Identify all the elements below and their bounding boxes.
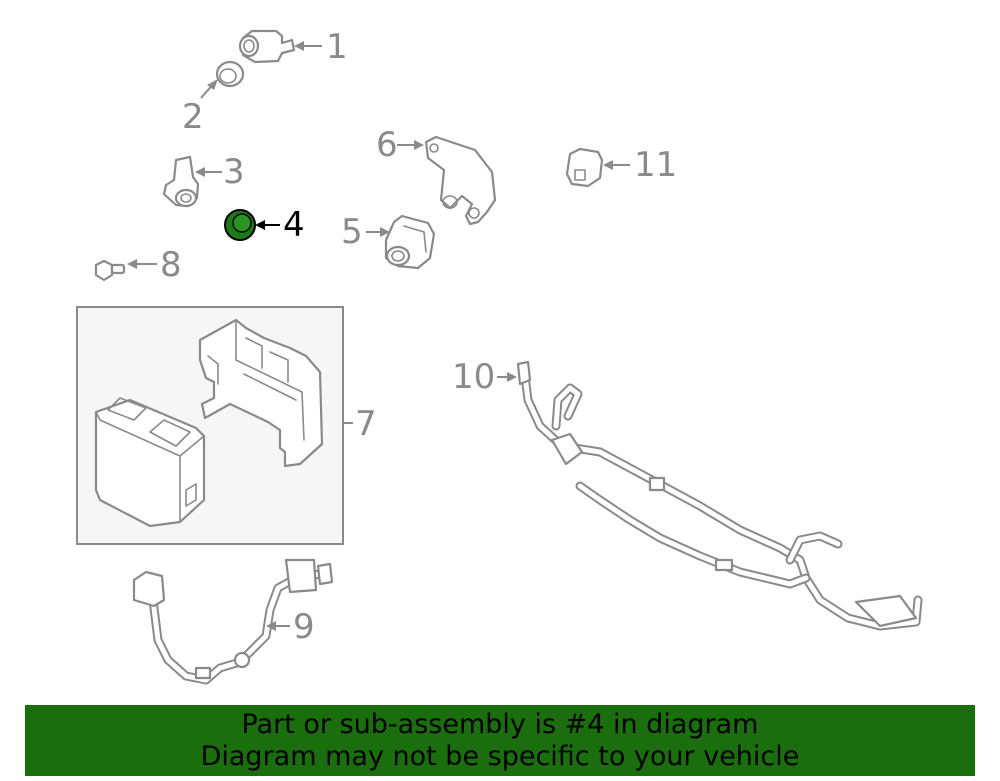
part-6-bracket[interactable] (424, 135, 497, 226)
part-8-bolt[interactable] (94, 259, 126, 282)
callout-10: 10 (452, 357, 517, 397)
callout-4-label: 4 (283, 205, 305, 245)
callout-6: 6 (376, 125, 424, 165)
callout-5-label: 5 (341, 212, 363, 252)
part-4-grommet-highlighted[interactable] (224, 209, 256, 241)
callout-11-label: 11 (634, 145, 677, 185)
callout-3-label: 3 (223, 152, 245, 192)
callout-11: 11 (603, 145, 677, 185)
callout-7-label: 7 (355, 404, 377, 444)
banner-line-1: Part or sub-assembly is #4 in diagram (241, 708, 759, 740)
part-11-clip[interactable] (565, 147, 604, 188)
part-5-camera[interactable] (384, 214, 436, 270)
part-9-harness[interactable] (132, 558, 334, 685)
part-2-cap[interactable] (215, 60, 245, 88)
callout-7: 7 (343, 404, 377, 444)
part-3-holder[interactable] (162, 155, 200, 208)
callout-6-label: 6 (376, 125, 398, 165)
parts-diagram: 1 2 3 4 8 (76, 27, 923, 685)
callout-2: 2 (182, 79, 218, 137)
part-10-bumper-harness[interactable] (516, 360, 923, 631)
callout-2-label: 2 (182, 97, 204, 137)
callout-4: 4 (255, 205, 305, 245)
callout-9: 9 (266, 607, 315, 647)
callout-1-label: 1 (326, 27, 348, 67)
info-banner: Part or sub-assembly is #4 in diagram Di… (25, 705, 975, 776)
callout-9-label: 9 (293, 607, 315, 647)
callout-8: 8 (127, 245, 182, 285)
callout-5: 5 (341, 212, 390, 252)
callout-8-label: 8 (160, 245, 182, 285)
banner-line-2: Diagram may not be specific to your vehi… (200, 740, 800, 772)
part-7-module-assembly[interactable] (76, 306, 344, 545)
callout-3: 3 (195, 152, 245, 192)
callout-10-label: 10 (452, 357, 495, 397)
part-1-sensor[interactable] (238, 29, 296, 64)
callout-1: 1 (294, 27, 348, 67)
